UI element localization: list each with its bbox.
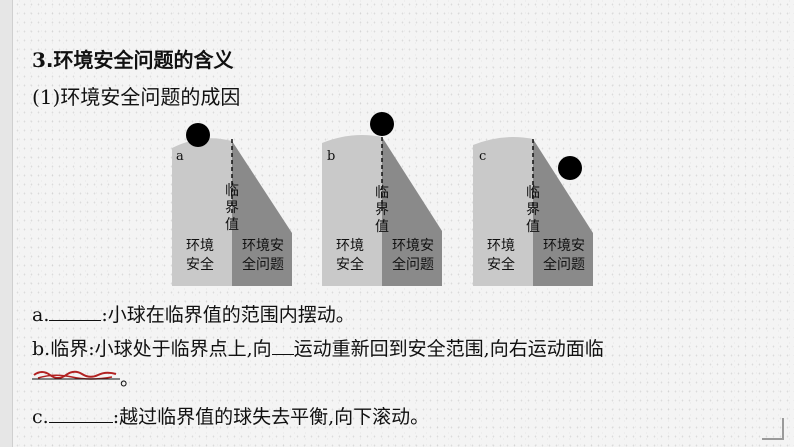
safe-region <box>172 138 232 286</box>
line-a-prefix: a. <box>32 304 50 326</box>
diagram-a: a 临界值 环境安全 环境安全问题 <box>172 113 302 288</box>
line-c-prefix: c. <box>32 406 49 428</box>
blank-c[interactable] <box>48 403 113 423</box>
safe-label: 环境安全 <box>186 238 214 273</box>
line-c-text: :越过临界值的球失去平衡,向下滚动。 <box>112 406 430 428</box>
line-b-text-2: 运动重新回到安全范围,向右运动面临 <box>293 338 604 360</box>
diagram-label: c <box>479 149 487 164</box>
unsafe-region <box>232 141 292 286</box>
diagram-label: b <box>327 149 336 164</box>
line-b-end: 。 <box>120 368 140 390</box>
section-heading: 3.环境安全问题的含义 <box>32 44 234 73</box>
diagram-a-graphic <box>172 123 292 286</box>
corner-mark-vertical <box>782 418 784 440</box>
threshold-label: 临界值 <box>375 185 389 235</box>
corner-mark-horizontal <box>762 438 784 440</box>
diagram-c-graphic <box>473 137 593 286</box>
unsafe-region <box>382 137 442 286</box>
line-b: b.临界:小球处于临界点上,向运动重新回到安全范围,向右运动面临 <box>32 334 604 361</box>
diagram-b: b 临界值 环境安全 环境安全问题 <box>322 112 452 288</box>
safe-label: 环境安全 <box>487 238 515 273</box>
subheading: (1)环境安全问题的成因 <box>32 85 241 109</box>
ball <box>186 123 210 147</box>
left-rail-divider <box>12 0 13 447</box>
line-a: a. :小球在临界值的范围内摆动。 <box>32 300 355 327</box>
safe-label: 环境安全 <box>336 238 364 273</box>
ball <box>558 156 582 180</box>
diagram-c: c 临界值 环境安全 环境安全问题 <box>473 113 603 288</box>
diagram-b-graphic <box>322 112 442 286</box>
line-a-text: :小球在临界值的范围内摆动。 <box>101 304 355 326</box>
safe-region <box>322 135 382 286</box>
unsafe-label: 环境安全问题 <box>543 238 585 273</box>
line-b-text-1: b.临界:小球处于临界点上,向 <box>32 338 272 360</box>
ball <box>370 112 394 136</box>
section-number: 3 <box>32 48 46 72</box>
unsafe-label: 环境安全问题 <box>392 238 434 273</box>
line-c: c. :越过临界值的球失去平衡,向下滚动。 <box>32 402 429 429</box>
diagram-label: a <box>176 149 184 164</box>
unsafe-region <box>533 139 593 286</box>
blank-a[interactable] <box>49 301 102 321</box>
threshold-label: 临界值 <box>526 185 540 235</box>
blank-b-direction[interactable] <box>271 335 294 355</box>
threshold-label: 临界值 <box>225 183 239 233</box>
redacted-answer-scribble <box>32 370 120 380</box>
section-title: .环境安全问题的含义 <box>45 48 234 72</box>
unsafe-label: 环境安全问题 <box>242 238 284 273</box>
safe-region <box>473 137 533 286</box>
